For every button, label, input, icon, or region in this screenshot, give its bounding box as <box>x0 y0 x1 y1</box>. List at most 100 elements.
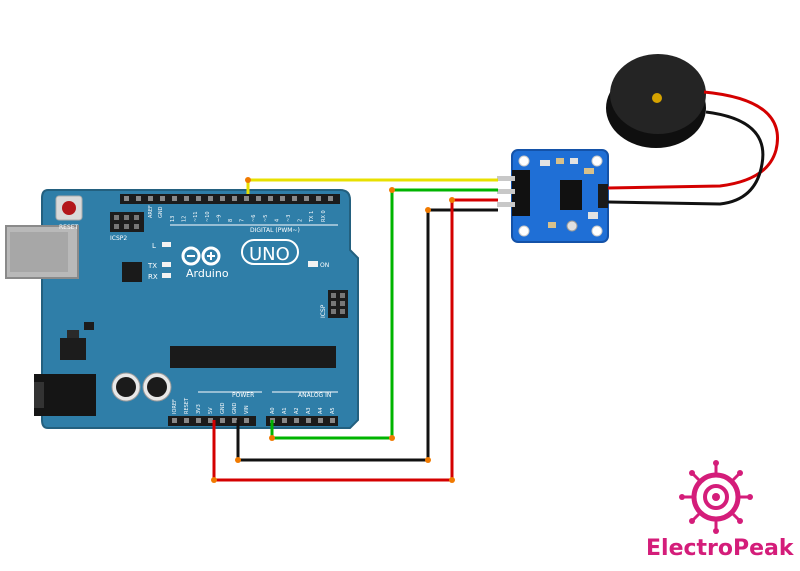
module-hole-br <box>591 225 603 237</box>
power-jack-front <box>34 382 44 408</box>
uno-badge <box>241 239 299 265</box>
power-pin-label: GND <box>232 402 238 414</box>
module-hole-tr <box>591 155 603 167</box>
header-hole <box>172 196 177 201</box>
wire-joint-7 <box>449 477 455 483</box>
wire-joint-1 <box>245 177 251 183</box>
module-smd-5 <box>588 212 598 219</box>
analog-pin-label: A5 <box>330 407 336 414</box>
atmega-chip <box>170 346 336 368</box>
digital-pin-label: ~3 <box>286 215 292 222</box>
module-smd-4 <box>584 168 594 174</box>
analog-pin-label: A4 <box>318 407 324 414</box>
buzzer-lead-black <box>607 110 765 206</box>
wire-joint-4 <box>425 457 431 463</box>
icsp2-header <box>110 212 144 232</box>
header-hole <box>306 418 311 423</box>
header-hole <box>220 196 225 201</box>
module-smd-3 <box>570 158 578 164</box>
digital-pin-label: 7 <box>240 219 246 222</box>
piezo-buzzer <box>606 54 779 206</box>
analog-pin-label: A2 <box>294 407 300 414</box>
digital-header <box>120 194 340 204</box>
wire-joint-9 <box>211 477 217 483</box>
header-hole <box>232 418 237 423</box>
led-rx-label: RX <box>148 273 158 281</box>
analog-pin-label: A1 <box>282 407 288 414</box>
header-hole <box>196 196 201 201</box>
header-hole <box>316 196 321 201</box>
digital-pin-label: TX 1 <box>309 211 315 223</box>
power-pin-label: RESET <box>184 397 190 414</box>
power-label: POWER <box>232 392 254 399</box>
capacitor-2 <box>142 372 172 402</box>
led-on <box>308 261 318 267</box>
digital-pin-label: ~9 <box>216 215 222 222</box>
small-chip <box>122 262 142 282</box>
brand-name: ElectroPeak <box>646 536 795 561</box>
module-smd-1 <box>540 160 550 166</box>
module-output-terminal <box>598 184 608 208</box>
led-rx <box>162 273 171 278</box>
arduino-logo-text: Arduino <box>186 267 229 280</box>
digital-pin-label: 8 <box>228 219 234 222</box>
header-hole <box>304 196 309 201</box>
digital-pin-label: ~11 <box>193 211 199 222</box>
buzzer-hole <box>652 93 662 103</box>
led-l <box>162 242 171 247</box>
module-smd-2 <box>556 158 564 164</box>
header-hole <box>208 196 213 201</box>
header-hole <box>208 418 213 423</box>
power-jack <box>34 374 96 416</box>
analog-label: ANALOG IN <box>298 392 331 399</box>
header-hole <box>196 418 201 423</box>
board-body <box>41 189 359 429</box>
wire-joint-2 <box>389 187 395 193</box>
aref-label: AREF <box>148 205 154 218</box>
header-hole <box>328 196 333 201</box>
uno-text: UNO <box>249 244 290 265</box>
power-pin-label: 5V <box>208 407 214 414</box>
header-hole <box>136 196 141 201</box>
header-hole <box>292 196 297 201</box>
analog-pin-label: A0 <box>270 407 276 414</box>
usb-connector-inner <box>10 232 68 272</box>
module-pin-1 <box>497 176 515 181</box>
reset-button-cap[interactable] <box>62 201 76 215</box>
gnd-top-label: GND <box>158 206 164 218</box>
wires <box>211 177 498 483</box>
power-pin-label: VIN <box>244 405 250 414</box>
wire-joint-8 <box>235 457 241 463</box>
electropeak-gear-icon <box>679 460 753 534</box>
header-hole <box>184 196 189 201</box>
header-hole <box>124 196 129 201</box>
module-pin-header <box>512 170 530 216</box>
power-pin-label: IOREF <box>172 399 178 414</box>
module-potentiometer[interactable] <box>566 220 578 232</box>
wire-joint-6 <box>449 197 455 203</box>
digital-pin-label: ~10 <box>205 211 211 222</box>
module-pin-2 <box>497 189 515 194</box>
header-hole <box>256 196 261 201</box>
small-component <box>84 322 94 330</box>
on-label: ON <box>320 262 329 269</box>
header-hole <box>232 196 237 201</box>
header-hole <box>244 196 249 201</box>
icsp2-label: ICSP2 <box>110 235 127 242</box>
led-l-label: L <box>152 242 156 250</box>
wire-joint-3 <box>389 435 395 441</box>
power-pin-label: 3V3 <box>196 404 202 414</box>
digital-pin-label: RX 0 <box>321 210 327 222</box>
led-tx-label: TX <box>147 262 157 270</box>
module-pin-3 <box>497 202 515 207</box>
header-hole <box>184 418 189 423</box>
header-hole <box>172 418 177 423</box>
regulator <box>60 338 86 360</box>
digital-pin-label: 2 <box>298 219 304 222</box>
wire-joint-5 <box>425 207 431 213</box>
